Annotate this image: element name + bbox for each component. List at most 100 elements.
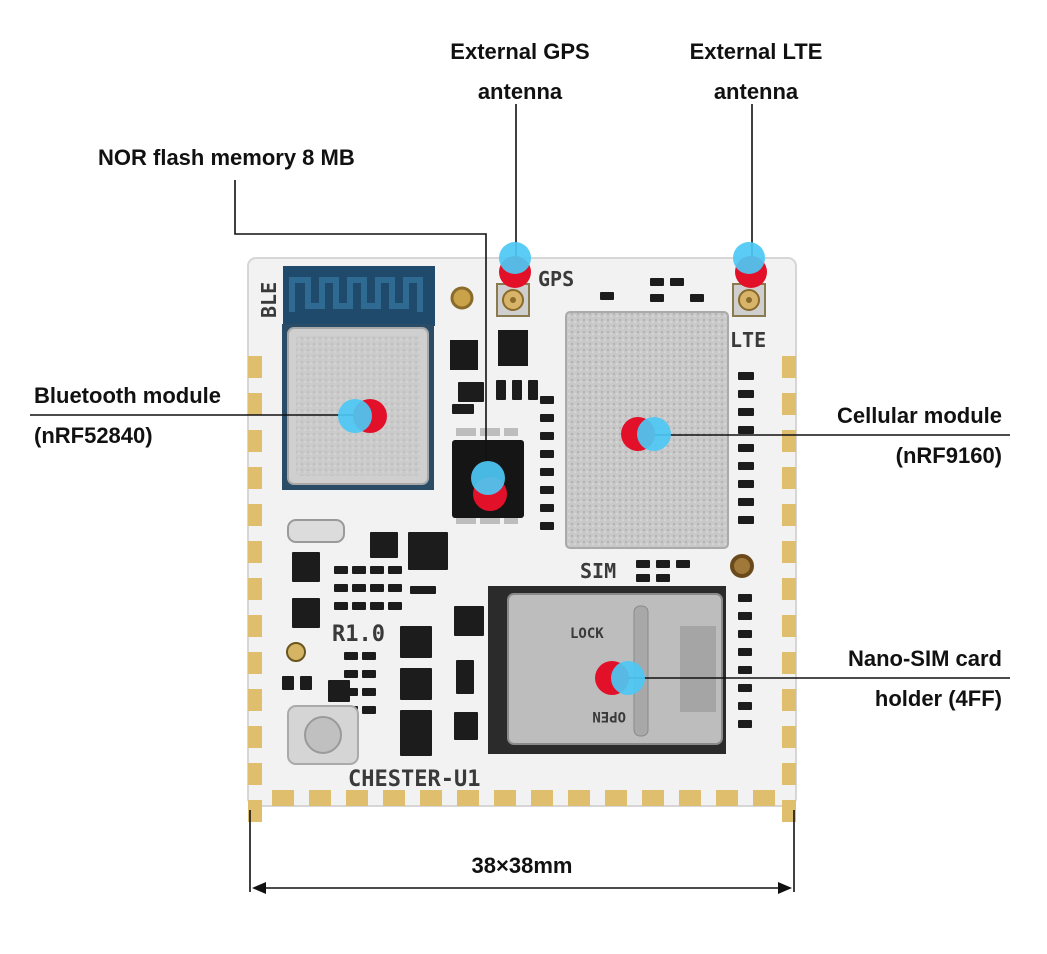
smd-component — [362, 670, 376, 678]
smd-component — [362, 652, 376, 660]
smd-component — [512, 380, 522, 400]
castellated-pad — [457, 790, 479, 806]
silk-board-name: CHESTER-U1 — [348, 767, 480, 792]
castellated-pad — [420, 790, 442, 806]
castellated-pad — [494, 790, 516, 806]
castellated-pads-right — [782, 356, 796, 822]
leader-line-nor — [234, 180, 487, 478]
smd-component — [600, 292, 614, 300]
fiducial — [286, 642, 306, 662]
marker-sim — [595, 661, 645, 695]
smd-component — [656, 574, 670, 582]
smd-component — [738, 666, 752, 674]
callout-lte-line1: External LTE — [689, 39, 823, 64]
smd-component — [454, 712, 478, 740]
smd-component — [410, 586, 436, 594]
castellated-pad — [782, 356, 796, 378]
castellated-pad — [782, 504, 796, 526]
smd-component — [738, 444, 754, 452]
smd-component — [370, 566, 384, 574]
smd-component — [528, 380, 538, 400]
smd-component — [370, 602, 384, 610]
dimension-arrow-left — [252, 882, 266, 894]
smd-component — [458, 382, 484, 402]
smd-component — [408, 532, 448, 570]
smd-component — [400, 710, 432, 756]
smd-component — [300, 676, 312, 690]
castellated-pad — [248, 800, 262, 822]
smd-component — [656, 560, 670, 568]
castellated-pad — [782, 652, 796, 674]
castellated-pads-left — [248, 356, 262, 822]
smd-component — [352, 566, 366, 574]
smd-component — [540, 468, 554, 476]
smd-component — [650, 294, 664, 302]
smd-component — [370, 532, 398, 558]
passive-components — [282, 278, 754, 756]
callout-gps-line2: antenna — [477, 79, 563, 104]
callout-cellular-line1: Cellular module — [836, 403, 1002, 428]
smd-component — [540, 522, 554, 530]
callout-cellular-line2: (nRF9160) — [895, 443, 1002, 468]
smd-component — [738, 702, 752, 710]
marker-lte — [733, 242, 767, 288]
smd-component — [540, 396, 554, 404]
marker-nor — [471, 461, 507, 511]
silk-lte: LTE — [730, 328, 766, 352]
smd-component — [334, 602, 348, 610]
smd-component — [452, 404, 474, 414]
smd-component — [676, 560, 690, 568]
ble-antenna-pcb — [283, 266, 435, 326]
smd-component — [636, 560, 650, 568]
castellated-pad — [248, 689, 262, 711]
small-ic — [450, 340, 478, 370]
smd-component — [540, 450, 554, 458]
smd-component — [334, 584, 348, 592]
dimension-arrow-right — [778, 882, 792, 894]
castellated-pad — [782, 541, 796, 563]
castellated-pad — [248, 541, 262, 563]
smd-component — [650, 278, 664, 286]
castellated-pad — [309, 790, 331, 806]
silk-sim: SIM — [580, 559, 616, 583]
callout-sim-line2: holder (4FF) — [874, 686, 1002, 711]
castellated-pad — [782, 393, 796, 415]
smd-component — [540, 432, 554, 440]
castellated-pad — [782, 800, 796, 822]
smd-component — [454, 606, 484, 636]
smd-component — [540, 414, 554, 422]
smd-component — [738, 390, 754, 398]
callout-nor-line1: NOR flash memory 8 MB — [98, 145, 355, 170]
smd-component — [456, 660, 474, 694]
castellated-pad — [716, 790, 738, 806]
castellated-pad — [782, 726, 796, 748]
smd-component — [334, 566, 348, 574]
castellated-pad — [248, 467, 262, 489]
smd-component — [738, 720, 752, 728]
small-ic — [498, 330, 528, 366]
smd-component — [362, 688, 376, 696]
silk-sim-lock: LOCK — [570, 626, 604, 642]
smd-component — [738, 648, 752, 656]
castellated-pads-bottom — [272, 790, 775, 806]
castellated-pad — [531, 790, 553, 806]
smd-component — [738, 630, 752, 638]
castellated-pad — [753, 790, 775, 806]
smd-component — [362, 706, 376, 714]
callout-sim: Nano-SIM card holder (4FF) — [760, 639, 1002, 719]
castellated-pad — [679, 790, 701, 806]
callout-cellular: Cellular module (nRF9160) — [760, 396, 1002, 476]
castellated-pad — [782, 615, 796, 637]
smd-component — [738, 684, 752, 692]
mounting-hole — [730, 554, 754, 578]
smd-component — [738, 408, 754, 416]
smd-component — [292, 552, 320, 582]
dimension-indicator — [249, 810, 795, 894]
silk-ble: BLE — [257, 282, 281, 318]
smd-component — [388, 584, 402, 592]
castellated-pad — [248, 430, 262, 452]
smd-component — [400, 626, 432, 658]
smd-component — [388, 566, 402, 574]
smd-component — [738, 480, 754, 488]
